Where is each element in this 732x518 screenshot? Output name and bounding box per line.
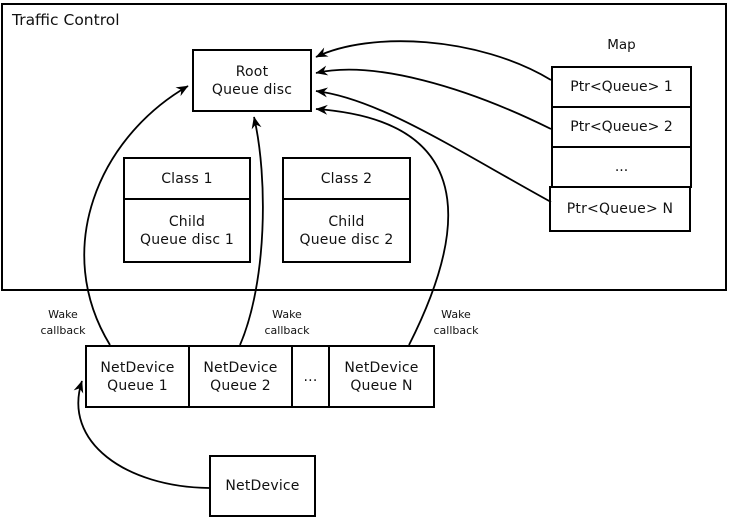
map-row-ptr-queue-1: Ptr<Queue> 1 (570, 79, 673, 95)
class-1-child-line1: Child (168, 213, 206, 230)
class-2-child-line2: Queue disc 2 (299, 231, 394, 248)
class-1-header: Class 1 (125, 159, 249, 200)
wake-callback-label-2: Wake callback (252, 307, 322, 338)
wake-callback-2-line2: callback (264, 323, 310, 337)
netdevice-queue-2-line2: Queue 2 (210, 377, 271, 394)
map-row-ptr-queue-2: Ptr<Queue> 2 (553, 106, 690, 146)
netdevice-queue-1-cell: NetDevice Queue 1 (85, 345, 190, 408)
map-row-ptr-queue-n: Ptr<Queue> N (549, 186, 691, 232)
class-2-box: Class 2 Child Queue disc 2 (282, 157, 411, 263)
netdevice-queue-ellipsis: ... (303, 368, 318, 385)
netdevice-queue-2-cell: NetDevice Queue 2 (188, 345, 293, 408)
class-1-box: Class 1 Child Queue disc 1 (123, 157, 251, 263)
wake-callback-3-line1: Wake (441, 308, 471, 321)
class-2-child-queue-disc: Child Queue disc 2 (284, 200, 409, 261)
class-1-child-queue-disc: Child Queue disc 1 (125, 200, 249, 261)
wake-callback-3-line2: callback (433, 323, 479, 337)
netdevice-queue-1-line1: NetDevice (100, 359, 175, 376)
class-1-child-line2: Queue disc 1 (140, 231, 234, 248)
netdevice-queue-n-cell: NetDevice Queue N (328, 345, 435, 408)
root-queue-disc-line2: Queue disc (211, 81, 293, 98)
wake-callback-label-3: Wake callback (421, 307, 491, 338)
map-label: Map (607, 37, 636, 53)
wake-callback-label-1: Wake callback (28, 307, 98, 338)
root-queue-disc-line1: Root (235, 63, 269, 80)
traffic-control-title: Traffic Control (12, 11, 120, 29)
wake-callback-1-line1: Wake (48, 308, 78, 321)
netdevice-queue-row: NetDevice Queue 1 NetDevice Queue 2 ... … (85, 345, 435, 408)
map-row-ellipsis: ... (553, 146, 690, 186)
netdevice-queue-n-line2: Queue N (350, 377, 413, 394)
netdevice-queue-ellipsis-cell: ... (291, 345, 330, 408)
class-2-header: Class 2 (284, 159, 409, 200)
netdevice-queue-1-line2: Queue 1 (107, 377, 168, 394)
wake-callback-2-line1: Wake (272, 308, 302, 321)
netdevice-queue-2-line1: NetDevice (203, 359, 278, 376)
netdevice-queue-n-line1: NetDevice (344, 359, 419, 376)
wake-callback-1-line2: callback (40, 323, 86, 337)
map-stack: Ptr<Queue> 1 Ptr<Queue> 2 ... (551, 66, 692, 188)
root-queue-disc-box: Root Queue disc (192, 49, 312, 112)
netdevice-box: NetDevice (209, 455, 316, 517)
class-2-child-line1: Child (328, 213, 365, 230)
